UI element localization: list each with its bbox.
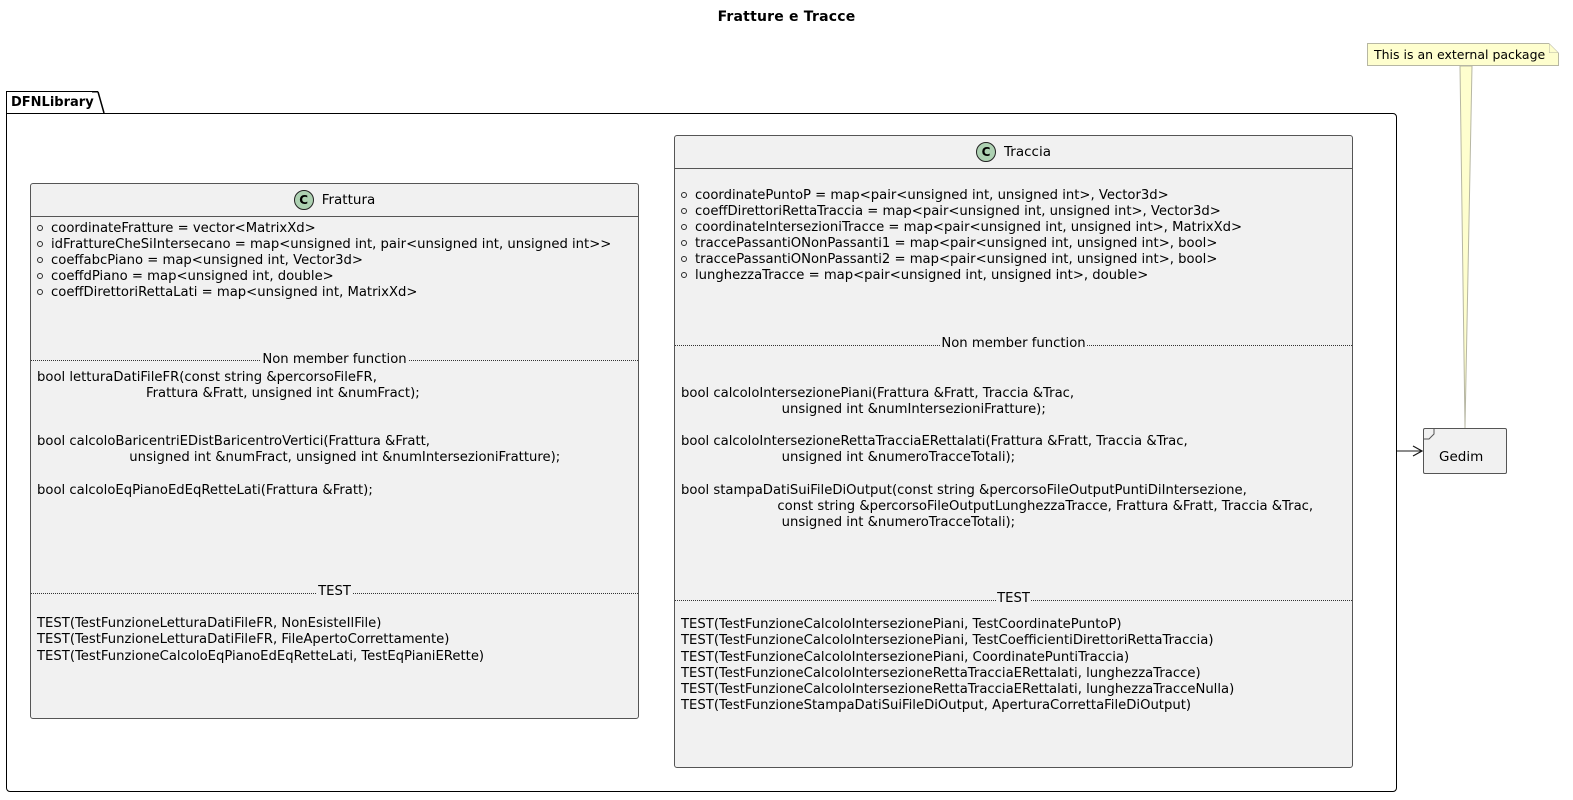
dependency-arrowhead <box>1412 445 1424 457</box>
public-visibility-icon <box>681 256 687 262</box>
public-visibility-icon <box>37 289 43 295</box>
test-line: TEST(TestFunzioneLetturaDatiFileFR, NonE… <box>37 616 382 631</box>
package-name: DFNLibrary <box>11 95 94 110</box>
attribute: traccePassantiONonPassanti2 = map<pair<u… <box>681 252 1217 268</box>
public-visibility-icon <box>681 192 687 198</box>
package-tab-slant <box>92 91 105 114</box>
note: This is an external package <box>1367 43 1559 66</box>
function-line: bool calcoloIntersezionePiani(Frattura &… <box>681 386 1075 401</box>
public-visibility-icon <box>37 241 43 247</box>
class-frattura[interactable]: C Frattura coordinateFratture = vector<M… <box>30 183 639 719</box>
function-line: unsigned int &numIntersezioniFratture); <box>681 402 1046 417</box>
note-tail <box>1459 65 1473 429</box>
function-line: bool calcoloEqPianoEdEqRetteLati(Frattur… <box>37 483 373 498</box>
function-line: unsigned int &numFract, unsigned int &nu… <box>37 450 561 465</box>
section-title: Non member function <box>261 352 408 367</box>
attribute: coeffdPiano = map<unsigned int, double> <box>37 269 334 285</box>
test-line: TEST(TestFunzioneCalcoloIntersezionePian… <box>681 650 1130 665</box>
package-frame <box>6 113 1397 792</box>
attribute: coeffabcPiano = map<unsigned int, Vector… <box>37 253 363 269</box>
attribute: idFrattureCheSiIntersecano = map<unsigne… <box>37 237 611 253</box>
function-line: bool letturaDatiFileFR(const string &per… <box>37 370 377 385</box>
public-visibility-icon <box>681 240 687 246</box>
section-title: Non member function <box>940 336 1087 351</box>
note-fold-corner <box>1549 43 1559 53</box>
attribute: traccePassantiONonPassanti1 = map<pair<u… <box>681 236 1217 252</box>
frame-corner-icon <box>1423 428 1435 440</box>
function-line: bool calcoloBaricentriEDistBaricentroVer… <box>37 434 430 449</box>
class-name: Traccia <box>1004 144 1051 160</box>
function-line: Frattura &Fratt, unsigned int &numFract)… <box>37 386 420 401</box>
attribute: coeffDirettoriRettaLati = map<unsigned i… <box>37 285 417 301</box>
test-line: TEST(TestFunzioneStampaDatiSuiFileDiOutp… <box>681 698 1192 713</box>
attribute: coordinateFratture = vector<MatrixXd> <box>37 221 316 237</box>
attribute: coeffDirettoriRettaTraccia = map<pair<un… <box>681 204 1221 220</box>
class-c-icon: C <box>976 142 997 162</box>
diagram-title: Fratture e Tracce <box>717 9 856 25</box>
attribute: lunghezzaTracce = map<pair<unsigned int,… <box>681 268 1148 284</box>
public-visibility-icon <box>681 224 687 230</box>
note-text: This is an external package <box>1374 47 1546 62</box>
test-line: TEST(TestFunzioneCalcoloIntersezionePian… <box>681 617 1122 632</box>
attribute: coordinateIntersezioniTracce = map<pair<… <box>681 220 1242 236</box>
public-visibility-icon <box>37 225 43 231</box>
test-line: TEST(TestFunzioneCalcoloIntersezioneRett… <box>681 682 1235 697</box>
gedim-frame[interactable]: Gedim <box>1423 428 1507 474</box>
package-tab: DFNLibrary <box>6 91 98 113</box>
function-line: unsigned int &numeroTracceTotali); <box>681 450 1016 465</box>
public-visibility-icon <box>37 273 43 279</box>
attribute: coordinatePuntoP = map<pair<unsigned int… <box>681 188 1169 204</box>
test-line: TEST(TestFunzioneCalcoloEqPianoEdEqRette… <box>37 649 485 664</box>
gedim-label: Gedim <box>1439 449 1484 465</box>
class-header: C Traccia <box>675 136 1352 169</box>
function-line: bool stampaDatiSuiFileDiOutput(const str… <box>681 483 1247 498</box>
public-visibility-icon <box>681 208 687 214</box>
section-title: TEST <box>317 584 352 599</box>
test-line: TEST(TestFunzioneLetturaDatiFileFR, File… <box>37 632 450 647</box>
function-line: bool calcoloIntersezioneRettaTracciaERet… <box>681 434 1188 449</box>
section-title: TEST <box>996 591 1031 606</box>
class-traccia[interactable]: C Traccia coordinatePuntoP = map<pair<un… <box>674 135 1353 768</box>
public-visibility-icon <box>37 257 43 263</box>
function-line: const string &percorsoFileOutputLunghezz… <box>681 499 1314 514</box>
test-line: TEST(TestFunzioneCalcoloIntersezionePian… <box>681 633 1214 648</box>
class-name: Frattura <box>321 192 376 208</box>
class-header: C Frattura <box>31 184 638 217</box>
function-line: unsigned int &numeroTracceTotali); <box>681 515 1016 530</box>
class-c-icon: C <box>293 190 314 210</box>
test-line: TEST(TestFunzioneCalcoloIntersezioneRett… <box>681 666 1201 681</box>
public-visibility-icon <box>681 272 687 278</box>
